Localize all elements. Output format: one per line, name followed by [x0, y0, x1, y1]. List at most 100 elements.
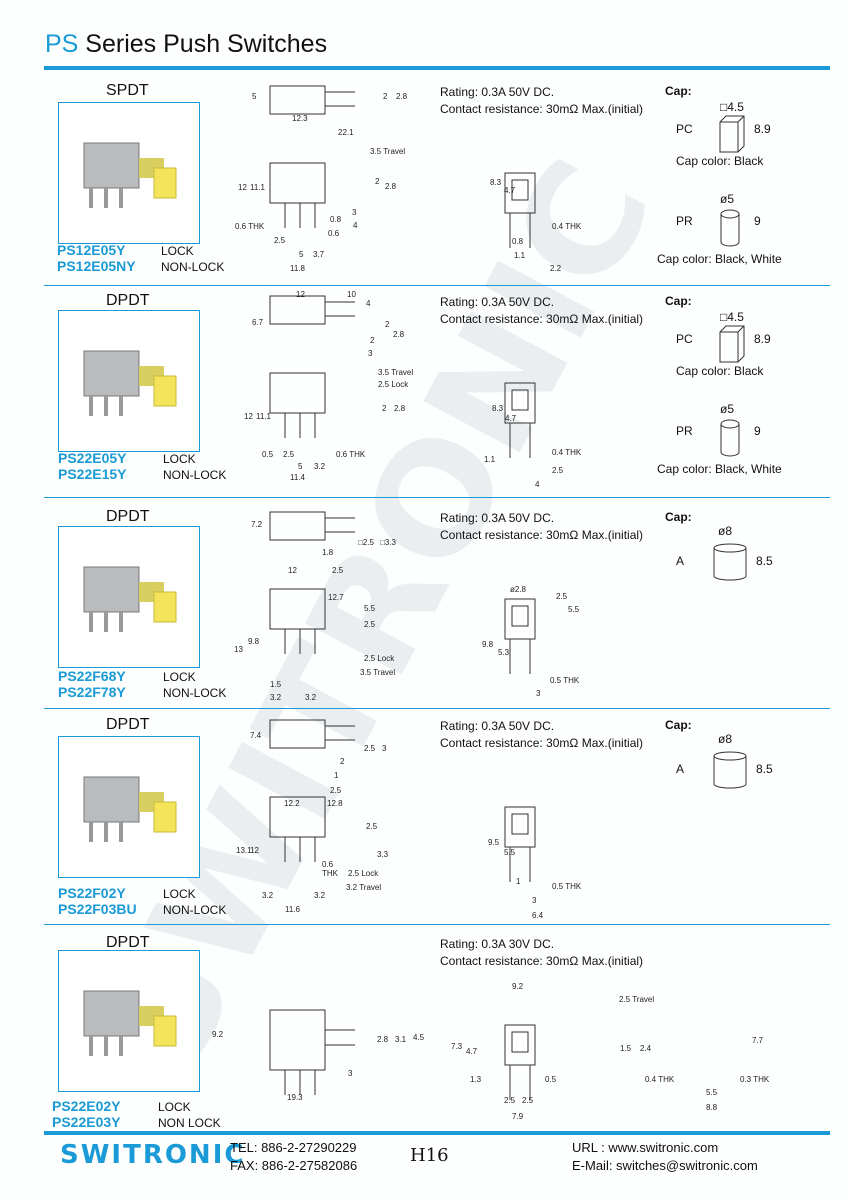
- dimension-label: 7.4: [250, 731, 262, 740]
- dimension-label: 5.5: [504, 848, 516, 857]
- dimension-label: 3.5 Travel: [370, 147, 406, 156]
- section-divider: [44, 708, 830, 709]
- cap-name: A: [676, 554, 685, 568]
- cap-heading: Cap:: [665, 718, 692, 732]
- dimension-label: 2.5: [330, 786, 342, 795]
- lock-type: LOCK: [163, 452, 196, 466]
- dimension-label: 0.6 THK: [336, 450, 366, 459]
- dimension-label: 3: [352, 208, 357, 217]
- switch-type: DPDT: [106, 508, 150, 525]
- switch-photo-icon: [83, 566, 177, 632]
- cap-heading: Cap:: [665, 294, 692, 308]
- dimension-label: 2.5: [556, 592, 568, 601]
- dimension-label: 3: [348, 1069, 353, 1078]
- section-divider: [44, 497, 830, 498]
- dimension-label: 8.3: [490, 178, 502, 187]
- dimension-label: 9.2: [212, 1030, 224, 1039]
- dimension-label: 2.5: [366, 822, 378, 831]
- dimension-label: 5.3: [498, 648, 510, 657]
- dimension-label: 0.8: [512, 237, 524, 246]
- cap-color: Cap color: Black, White: [657, 252, 782, 266]
- cap-size: ø8: [718, 732, 733, 746]
- footer-url[interactable]: URL : www.switronic.com: [572, 1140, 719, 1155]
- lock-type: LOCK: [161, 244, 194, 258]
- page-number: H16: [410, 1145, 449, 1166]
- dimension-label: 19.3: [287, 1093, 303, 1102]
- switch-type: DPDT: [106, 934, 150, 951]
- dimension-label: 0.6 THK: [235, 222, 265, 231]
- dimension-label: 4: [353, 221, 358, 230]
- dimension-label: 2.8: [377, 1035, 389, 1044]
- dimension-label: 2.5: [332, 566, 344, 575]
- dimension-drawing: [230, 78, 440, 268]
- dimension-label: 4.7: [466, 1047, 478, 1056]
- dimension-label: 2.4: [640, 1044, 652, 1053]
- dimension-label: 12: [250, 846, 259, 855]
- dimension-label: 5.5: [568, 605, 580, 614]
- dimension-label: 2.5 Lock: [378, 380, 409, 389]
- switch-outline-drawing: [269, 1009, 355, 1095]
- side-view-drawing: [495, 168, 555, 258]
- contact-resistance-text: Contact resistance: 30mΩ Max.(initial): [440, 954, 644, 968]
- rating-text: Rating: 0.3A 50V DC.: [440, 85, 555, 99]
- dimension-label: 2.5 Travel: [619, 995, 655, 1004]
- dimension-label: 2: [385, 320, 390, 329]
- cap-heading: Cap:: [665, 510, 692, 524]
- dimension-label: 1.3: [470, 1075, 482, 1084]
- dimension-label: 5: [298, 462, 303, 471]
- dimension-label: 2.2: [550, 264, 562, 273]
- section-divider: [44, 924, 830, 925]
- cap-name: A: [676, 762, 685, 776]
- dimension-label: 12: [238, 183, 247, 192]
- rating-text: Rating: 0.3A 50V DC.: [440, 719, 555, 733]
- cap-height: 8.9: [754, 122, 771, 136]
- dimension-label: 11.6: [285, 905, 300, 914]
- dimension-label: 3: [536, 689, 541, 698]
- dimension-label: 2: [340, 757, 345, 766]
- dimension-label: 2.8: [385, 182, 397, 191]
- dimension-label: 1: [516, 877, 521, 886]
- product-photo: [58, 310, 200, 452]
- dimension-label: 8.3: [492, 404, 504, 413]
- dimension-label: 11.1: [256, 412, 271, 421]
- dimension-label: 7.7: [752, 1036, 764, 1045]
- dimension-label: 2.5 Lock: [364, 654, 395, 663]
- dimension-label: 4.7: [504, 186, 516, 195]
- footer-email[interactable]: E-Mail: switches@switronic.com: [572, 1158, 758, 1173]
- cap-name: PR: [676, 424, 693, 438]
- dimension-label: 1: [334, 771, 339, 780]
- dimension-label: 3.1: [395, 1035, 407, 1044]
- cap-size: ø8: [718, 524, 733, 538]
- dimension-label: 8.8: [706, 1103, 718, 1112]
- dimension-label: 12.8: [327, 799, 343, 808]
- product-photo: [58, 736, 200, 878]
- dimension-label: 0.5: [262, 450, 274, 459]
- part-number: PS22F02Y: [58, 885, 126, 901]
- dimension-label: 11.4: [290, 473, 305, 482]
- dimension-label: 12: [244, 412, 253, 421]
- dimension-label: ø2.8: [510, 585, 527, 594]
- dimension-label: 2.8: [393, 330, 405, 339]
- contact-resistance-text: Contact resistance: 30mΩ Max.(initial): [440, 736, 644, 750]
- side-view-drawing: [495, 1020, 555, 1110]
- footer-tel: TEL: 886-2-27290229: [230, 1140, 357, 1155]
- dimension-label: 2.5: [283, 450, 295, 459]
- footer-rule: [44, 1131, 830, 1135]
- contact-resistance-text: Contact resistance: 30mΩ Max.(initial): [440, 528, 644, 542]
- part-number: PS22F68Y: [58, 668, 126, 684]
- lock-type: NON LOCK: [158, 1116, 221, 1130]
- dimension-label: 3.2: [305, 693, 317, 702]
- dimension-label: THK: [322, 869, 338, 878]
- dimension-label: 3.3: [377, 850, 389, 859]
- switch-photo-icon: [83, 142, 177, 208]
- rating-text: Rating: 0.3A 50V DC.: [440, 511, 555, 525]
- cap-height: 8.5: [756, 762, 773, 776]
- switch-outline-drawing: [269, 511, 355, 654]
- rating-text: Rating: 0.3A 30V DC.: [440, 937, 555, 951]
- dimension-label: 3.2: [314, 462, 326, 471]
- part-number: PS22F03BU: [58, 901, 137, 917]
- contact-resistance-text: Contact resistance: 30mΩ Max.(initial): [440, 312, 644, 326]
- dimension-label: 2.5: [274, 236, 286, 245]
- dimension-label: 13.1: [236, 846, 252, 855]
